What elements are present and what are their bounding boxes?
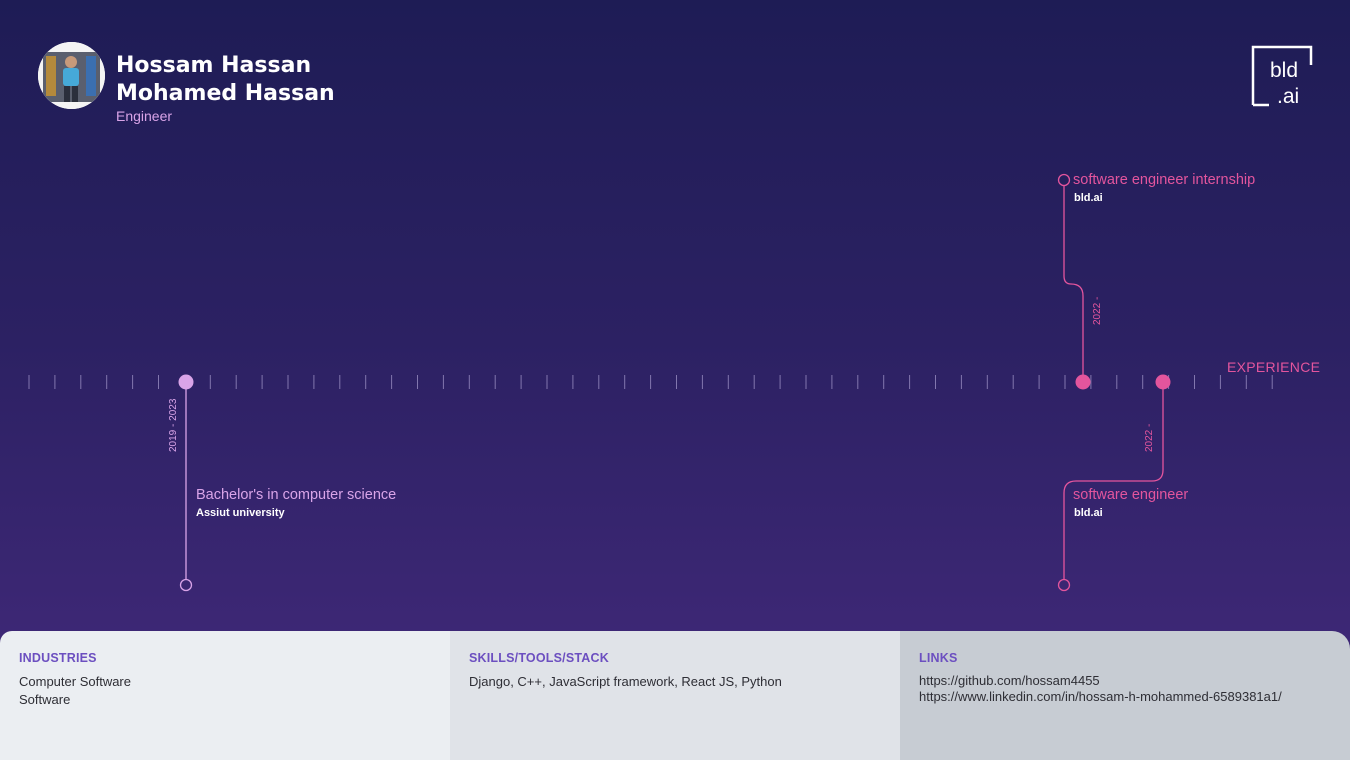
internship-connector bbox=[1063, 186, 1084, 382]
engineer-org: bld.ai bbox=[1074, 507, 1103, 519]
skills-text: Django, C++, JavaScript framework, React… bbox=[469, 674, 782, 689]
engineer-connector bbox=[1063, 382, 1164, 579]
engineer-end-marker bbox=[1057, 578, 1071, 592]
info-panel: INDUSTRIES Computer Software Software SK… bbox=[0, 631, 1350, 760]
internship-end-marker bbox=[1057, 173, 1071, 187]
education-end-marker bbox=[179, 578, 193, 592]
logo-text-ai: .ai bbox=[1277, 85, 1299, 107]
timeline-ticks bbox=[28, 375, 1273, 389]
logo-text-bld: bld bbox=[1270, 59, 1298, 82]
education-title[interactable]: Bachelor's in computer science bbox=[196, 487, 397, 503]
education-dot[interactable] bbox=[178, 374, 194, 390]
education-dates: 2019 - 2023 bbox=[168, 398, 179, 452]
experience-section-label: EXPERIENCE bbox=[1227, 359, 1321, 375]
links-title: LINKS bbox=[919, 651, 958, 665]
avatar-photo-icon bbox=[38, 42, 105, 109]
github-link[interactable]: https://github.com/hossam4455 bbox=[919, 673, 1100, 688]
bld-ai-logo[interactable]: bld .ai bbox=[1251, 45, 1313, 112]
industry-item: Software bbox=[19, 692, 71, 707]
links-section: LINKS https://github.com/hossam4455 http… bbox=[900, 631, 1350, 760]
timeline-graphic bbox=[28, 173, 1273, 592]
avatar[interactable] bbox=[38, 42, 105, 109]
internship-dates: 2022 - bbox=[1092, 296, 1103, 325]
skills-title: SKILLS/TOOLS/STACK bbox=[469, 651, 609, 665]
profile-name-last: Mohamed Hassan bbox=[116, 81, 335, 106]
skills-section: SKILLS/TOOLS/STACK Django, C++, JavaScri… bbox=[450, 631, 900, 760]
education-org: Assiut university bbox=[196, 507, 285, 519]
profile-name-first: Hossam Hassan bbox=[116, 53, 312, 78]
engineer-dates: 2022 - bbox=[1144, 423, 1155, 452]
industries-title: INDUSTRIES bbox=[19, 651, 97, 665]
internship-title[interactable]: software engineer internship bbox=[1073, 172, 1256, 188]
industry-item: Computer Software bbox=[19, 674, 131, 689]
profile-role: Engineer bbox=[116, 108, 173, 124]
profile-header: Hossam Hassan Mohamed Hassan Engineer bbox=[38, 42, 335, 124]
engineer-title[interactable]: software engineer bbox=[1073, 487, 1189, 503]
linkedin-link[interactable]: https://www.linkedin.com/in/hossam-h-moh… bbox=[919, 689, 1282, 704]
engineer-dot[interactable] bbox=[1155, 374, 1171, 390]
internship-dot[interactable] bbox=[1075, 374, 1091, 390]
bld-ai-logo-icon: bld .ai bbox=[1251, 45, 1313, 108]
industries-section: INDUSTRIES Computer Software Software bbox=[0, 631, 450, 760]
internship-org: bld.ai bbox=[1074, 192, 1103, 204]
